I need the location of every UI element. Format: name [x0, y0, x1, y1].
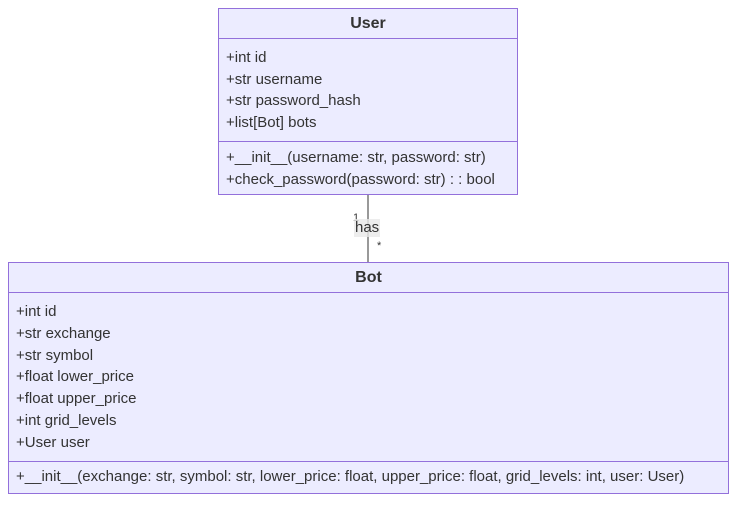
attribute: +int id: [226, 49, 267, 66]
attribute: +list[Bot] bots: [226, 114, 317, 132]
class-user-attributes: +int id +str username +str password_hash…: [219, 39, 517, 142]
attribute: +str symbol: [16, 346, 94, 364]
class-user-methods: +__init__(username: str, password: str) …: [219, 142, 517, 191]
class-bot-methods: +__init__(exchange: str, symbol: str, lo…: [9, 462, 728, 489]
target-multiplicity: *: [377, 240, 382, 252]
attribute: +str password_hash: [226, 92, 361, 110]
attribute: +str username: [226, 70, 323, 88]
method: +check_password(password: str) : : bool: [226, 171, 495, 188]
method: +__init__(exchange: str, symbol: str, lo…: [16, 468, 685, 485]
class-user-title: User: [219, 9, 517, 39]
attribute: +float upper_price: [16, 390, 137, 408]
attribute: +str exchange: [16, 324, 111, 342]
method: +__init__(username: str, password: str): [226, 149, 486, 166]
class-bot-attributes: +int id +str exchange +str symbol +float…: [9, 293, 728, 462]
attribute: +int grid_levels: [16, 411, 117, 429]
class-user[interactable]: User +int id +str username +str password…: [218, 8, 518, 195]
class-bot-title: Bot: [9, 263, 728, 293]
relationship-label: has: [354, 219, 381, 237]
class-bot[interactable]: Bot +int id +str exchange +str symbol +f…: [8, 262, 729, 494]
attribute: +User user: [16, 433, 90, 451]
attribute: +float lower_price: [16, 368, 134, 386]
attribute: +int id: [16, 303, 57, 320]
source-multiplicity: 1: [353, 212, 360, 224]
